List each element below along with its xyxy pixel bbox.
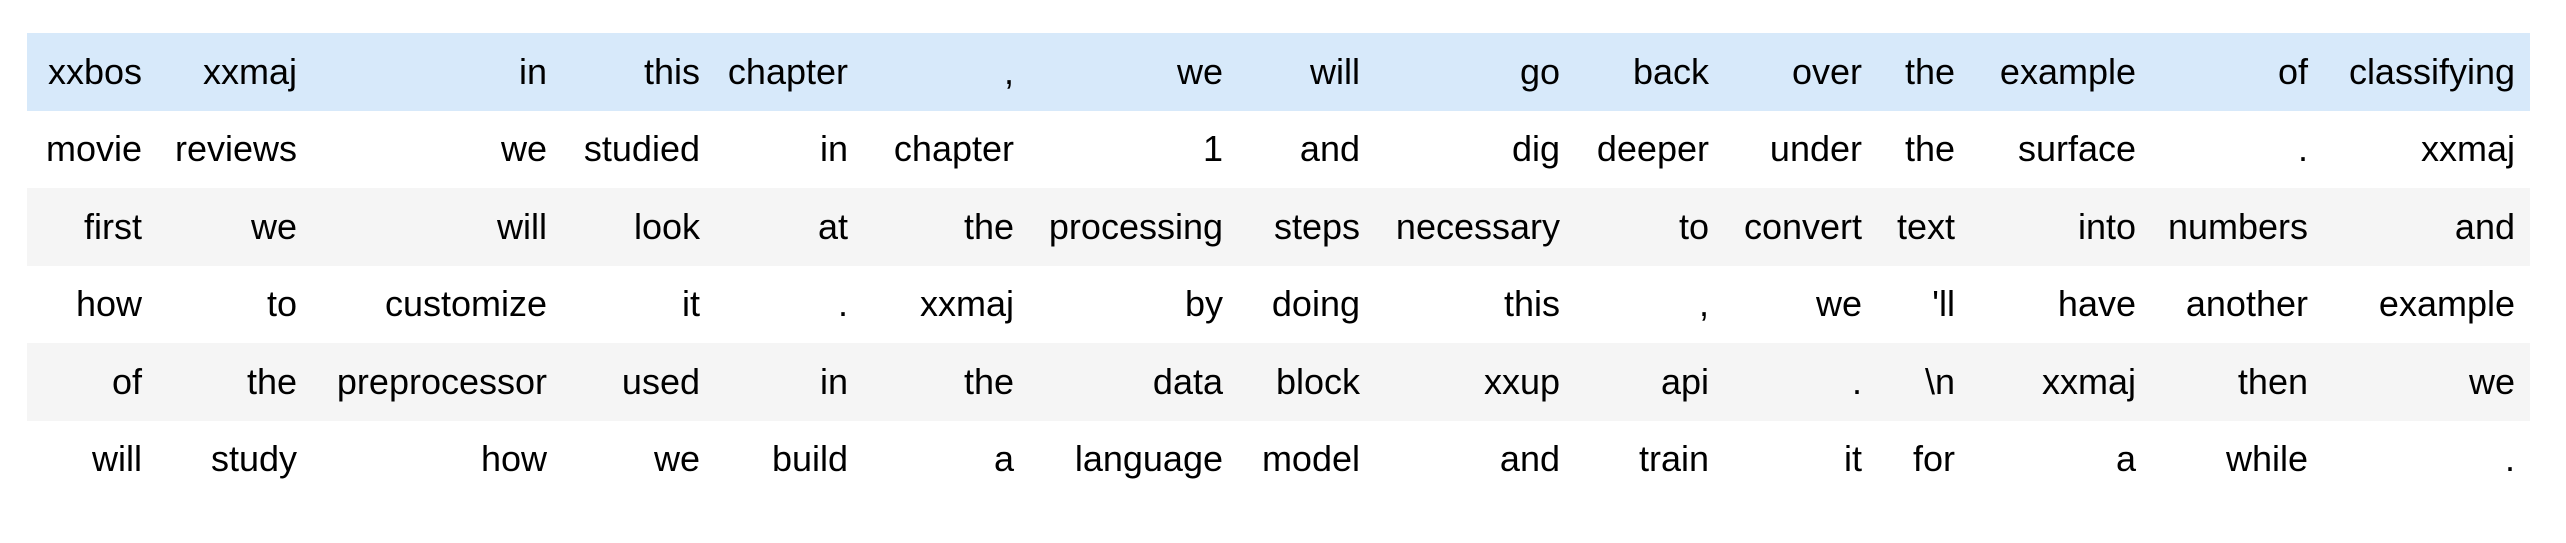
token-cell: xxbos [47, 50, 142, 92]
token-cell: the [246, 360, 297, 402]
token-cell: this [1503, 283, 1560, 325]
token-row: will study how we build a language model and trai… [27, 420, 2530, 498]
token-cell: build [771, 438, 848, 480]
token-cell: convert [1743, 205, 1862, 247]
token-cell: to [1678, 205, 1709, 247]
token-cell: numbers [2167, 205, 2308, 247]
token-cell: we [1815, 283, 1862, 325]
token-cell: another [2185, 283, 2308, 325]
token-row: how to customize it. xxmaj by doing this, we 'll h… [27, 265, 2530, 343]
token-cell: studied [583, 128, 700, 170]
token-cell: how [75, 283, 142, 325]
token-cell: the [1904, 50, 1955, 92]
token-row: first we will look at the processing steps neces… [27, 188, 2530, 266]
token-cell: it [682, 283, 700, 325]
token-cell: model [1261, 438, 1360, 480]
token-cell: this [643, 50, 700, 92]
token-cell: how [480, 438, 547, 480]
token-cell: then [2237, 360, 2308, 402]
token-row: of the preprocessor used in the data block xxup a… [27, 343, 2530, 421]
token-cell: used [621, 360, 700, 402]
token-cell: over [1791, 50, 1862, 92]
token-cell: it [1844, 438, 1862, 480]
token-cell: text [1896, 205, 1955, 247]
token-cell: language [1074, 438, 1223, 480]
token-cell: dig [1511, 128, 1560, 170]
token-row: xxbos xxmaj in this chapter, we will go back over… [27, 33, 2530, 111]
token-cell: for [1912, 438, 1955, 480]
token-cell: will [92, 438, 142, 480]
token-cell: xxmaj [2420, 128, 2515, 170]
token-cell: by [1184, 283, 1223, 325]
token-cell: we [1176, 50, 1223, 92]
token-cell: processing [1048, 205, 1223, 247]
token-cell: study [210, 438, 297, 480]
token-cell: while [2225, 438, 2308, 480]
token-cell: look [633, 205, 700, 247]
token-cell: to [266, 283, 297, 325]
token-cell: surface [2017, 128, 2136, 170]
token-cell: reviews [174, 128, 297, 170]
token-cell: train [1638, 438, 1709, 480]
token-cell: . [837, 283, 848, 325]
token-cell: , [1003, 50, 1014, 92]
token-cell: in [518, 50, 547, 92]
token-cell: we [653, 438, 700, 480]
token-cell: movie [45, 128, 142, 170]
token-cell: xxup [1483, 360, 1560, 402]
token-cell: xxmaj [202, 50, 297, 92]
token-cell: steps [1273, 205, 1360, 247]
token-cell: \n [1924, 360, 1955, 402]
token-cell: chapter [893, 128, 1014, 170]
token-cell: the [1904, 128, 1955, 170]
token-cell: the [963, 360, 1014, 402]
token-cell: under [1769, 128, 1862, 170]
token-cell: data [1152, 360, 1223, 402]
token-cell: . [1851, 360, 1862, 402]
token-cell: go [1519, 50, 1560, 92]
token-cell: the [963, 205, 1014, 247]
token-cell: , [1698, 283, 1709, 325]
token-cell: of [111, 360, 142, 402]
token-cell: and [2454, 205, 2515, 247]
token-cell: doing [1271, 283, 1360, 325]
token-cell: . [2297, 128, 2308, 170]
token-cell: into [2077, 205, 2136, 247]
token-cell: customize [384, 283, 547, 325]
token-cell: example [2378, 283, 2515, 325]
token-cell: a [2115, 438, 2136, 480]
token-cell: will [1310, 50, 1360, 92]
token-cell: xxmaj [919, 283, 1014, 325]
token-cell: classifying [2348, 50, 2515, 92]
token-cell: of [2277, 50, 2308, 92]
token-cell: in [819, 128, 848, 170]
token-cell: we [250, 205, 297, 247]
token-cell: and [1499, 438, 1560, 480]
token-cell: . [2504, 438, 2515, 480]
token-cell: and [1299, 128, 1360, 170]
token-cell: have [2057, 283, 2136, 325]
token-cell: deeper [1596, 128, 1709, 170]
token-cell: we [2468, 360, 2515, 402]
token-cell: xxmaj [2041, 360, 2136, 402]
token-cell: at [817, 205, 848, 247]
token-cell: we [500, 128, 547, 170]
token-table-body: xxbos xxmaj in this chapter, we will go back over… [27, 33, 2530, 498]
token-cell: 'll [1932, 283, 1955, 325]
token-cell: will [497, 205, 547, 247]
token-cell: block [1275, 360, 1360, 402]
token-cell: example [1999, 50, 2136, 92]
tokenized-text-table: xxbos xxmaj in this chapter, we will go back over… [27, 33, 2530, 498]
token-cell: 1 [1202, 128, 1223, 170]
token-cell: a [993, 438, 1014, 480]
token-cell: necessary [1395, 205, 1560, 247]
token-cell: preprocessor [336, 360, 547, 402]
token-cell: back [1632, 50, 1709, 92]
token-cell: api [1660, 360, 1709, 402]
token-cell: first [84, 205, 142, 247]
token-cell: chapter [727, 50, 848, 92]
token-cell: in [819, 360, 848, 402]
